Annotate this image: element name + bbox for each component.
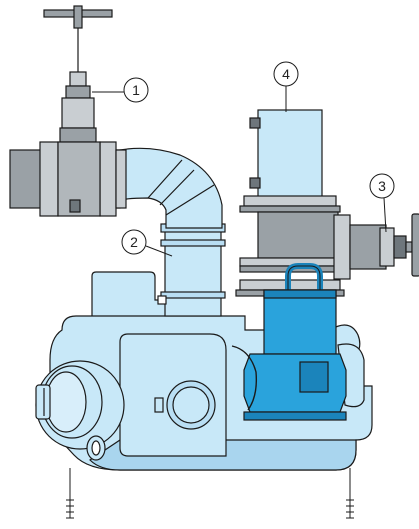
callout-1: 1 — [92, 77, 149, 103]
drain-outlet — [86, 435, 106, 461]
callout-2: 2 — [121, 229, 173, 257]
callout-3-label: 3 — [378, 178, 386, 194]
inlet-pipe — [157, 223, 226, 317]
gate-valve — [9, 5, 127, 217]
submersible-pump — [231, 263, 347, 421]
anchor-right — [346, 468, 354, 519]
callout-3: 3 — [369, 173, 395, 233]
inlet-cap — [35, 360, 125, 450]
side-valve — [379, 213, 419, 277]
inspection-port — [154, 380, 216, 430]
callout-4: 4 — [273, 61, 299, 112]
pipe-elbow — [119, 147, 223, 229]
anchor-left — [66, 468, 74, 519]
callout-4-label: 4 — [282, 66, 290, 82]
callout-2-label: 2 — [130, 234, 138, 250]
callout-1-label: 1 — [132, 82, 140, 98]
discharge-coupling — [239, 109, 341, 213]
